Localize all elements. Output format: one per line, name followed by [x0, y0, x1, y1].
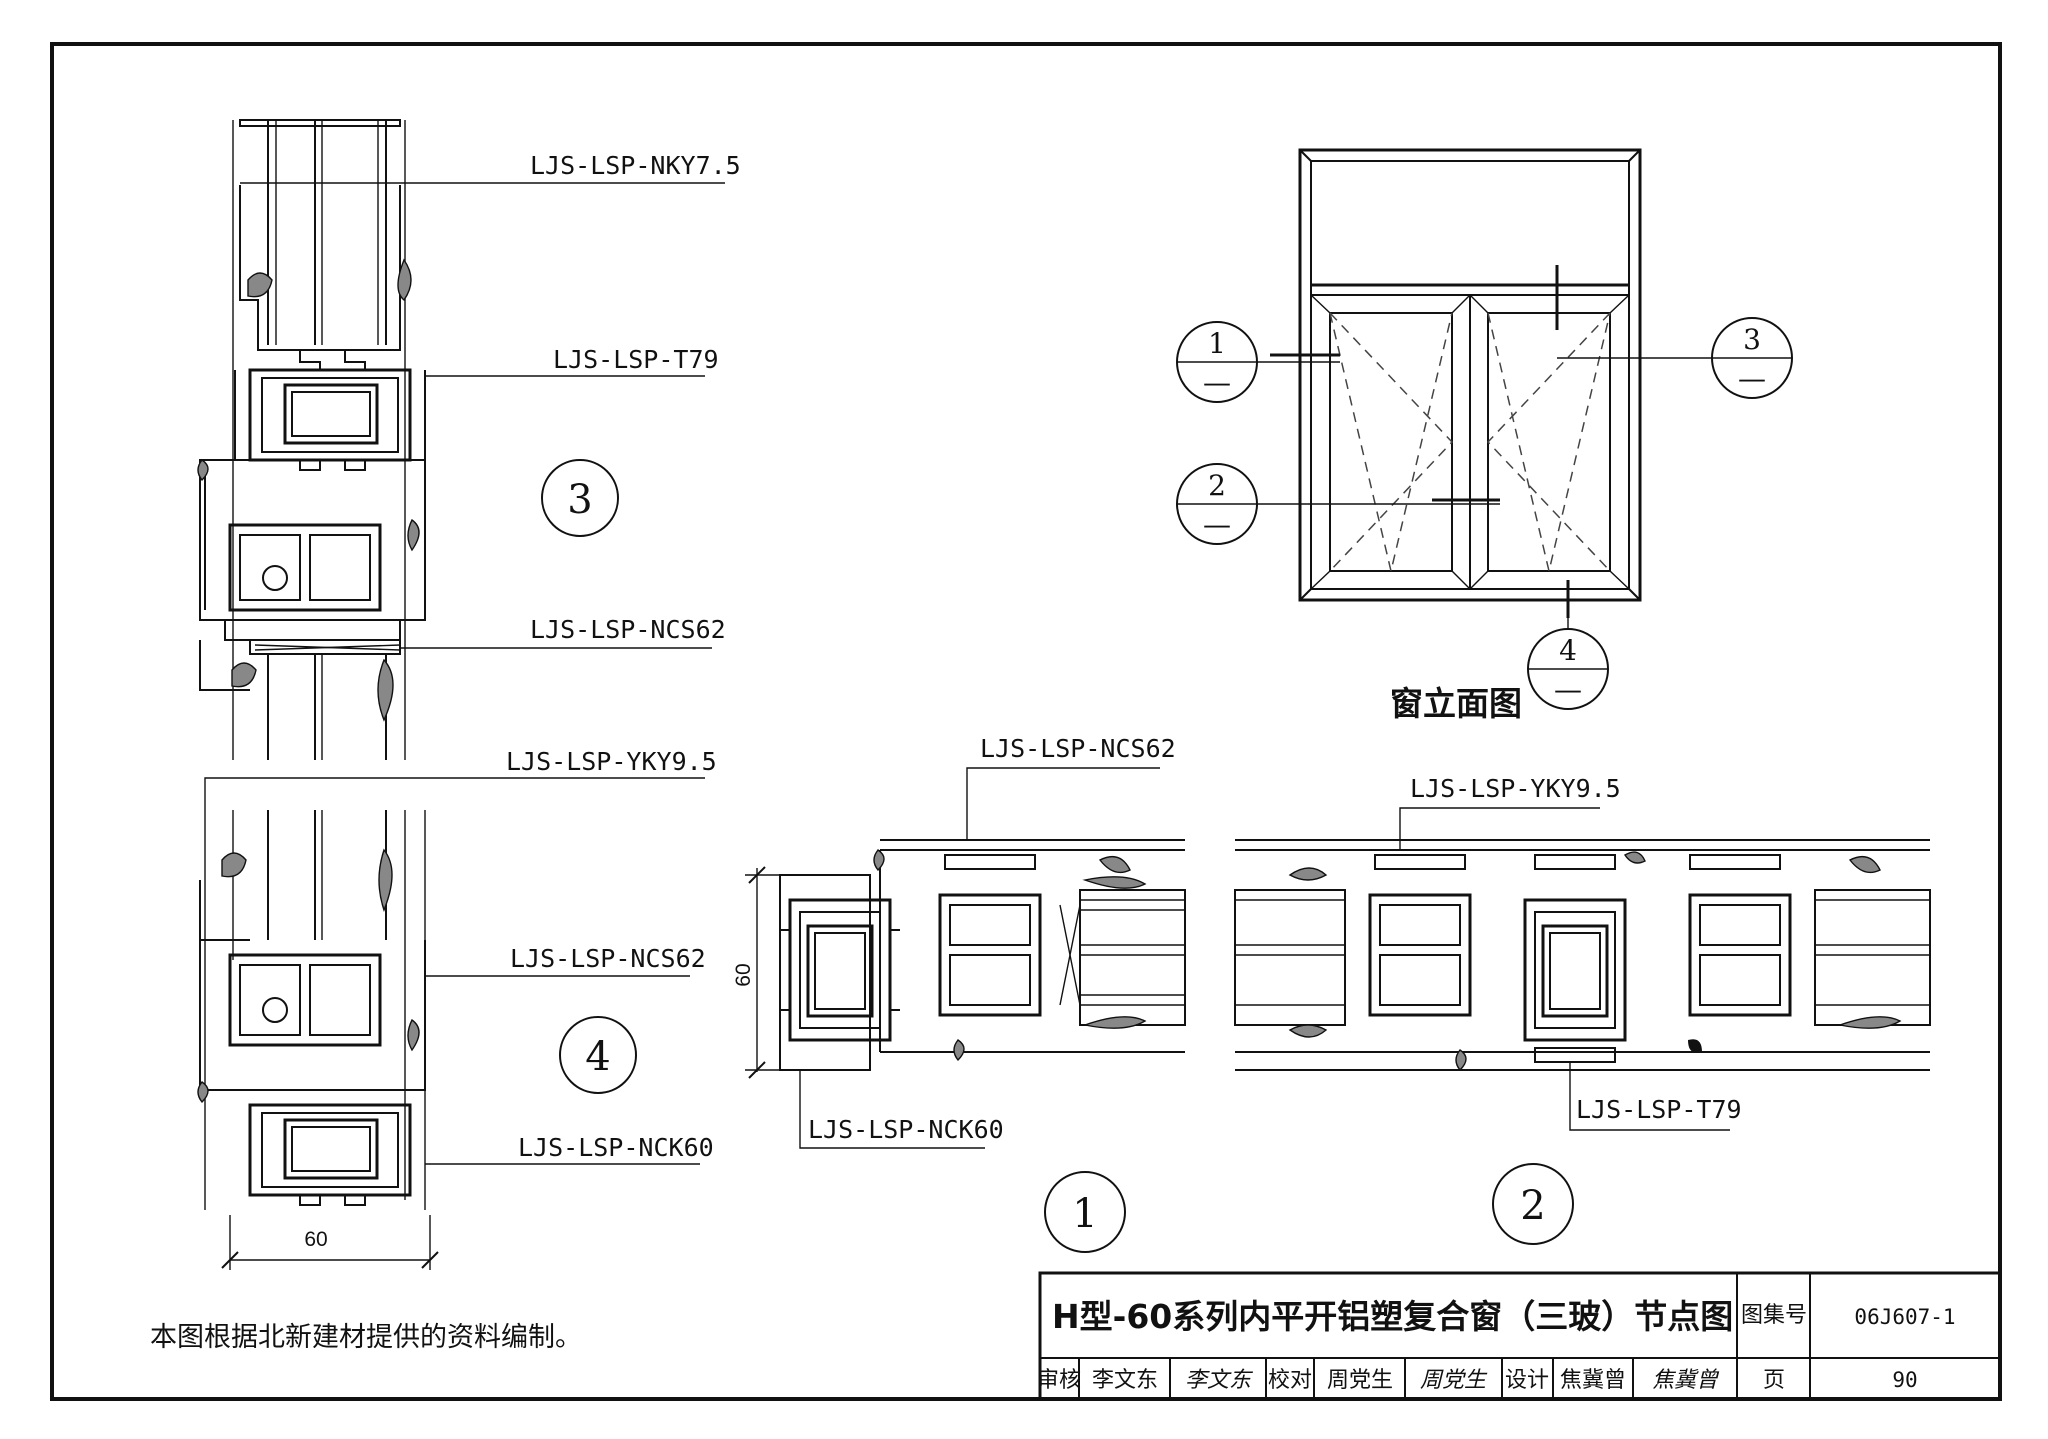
atlas-label: 图集号	[1741, 1303, 1807, 1328]
title-block	[1038, 1271, 2002, 1401]
leader-t79-b	[1569, 1062, 1730, 1131]
detail-circle-4	[559, 1016, 637, 1094]
section-1-drawing	[745, 839, 1186, 1079]
label-yky95-a: LJS-LSP-YKY9.5	[506, 747, 717, 776]
detail-number-1: 1	[1072, 1191, 1097, 1237]
marker-4-number: 4	[1559, 634, 1577, 667]
detail-number-4: 4	[585, 1034, 610, 1080]
section-2-drawing	[1234, 839, 1931, 1072]
detail-circle-3	[541, 459, 619, 537]
label-nck60-b: LJS-LSP-NCK60	[808, 1115, 1004, 1144]
leader-ncs62-c	[966, 767, 1160, 840]
detail-circle-1	[1044, 1171, 1126, 1253]
label-t79-top: LJS-LSP-T79	[553, 345, 719, 374]
checker-name: 周党生	[1327, 1368, 1393, 1393]
sheet-border	[50, 42, 2002, 1401]
dim-mid-60: 60	[732, 963, 755, 986]
elevation-title: 窗立面图	[1390, 684, 1522, 723]
label-nck60-a: LJS-LSP-NCK60	[518, 1133, 714, 1162]
label-ncs62-a: LJS-LSP-NCS62	[530, 615, 726, 644]
design-label: 设计	[1505, 1368, 1549, 1393]
designer-name: 焦冀曾	[1560, 1368, 1626, 1393]
leader-yky95-b	[1399, 807, 1600, 850]
source-note: 本图根据北新建材提供的资料编制。	[150, 1322, 582, 1353]
marker-2-number: 2	[1208, 469, 1226, 502]
marker-4-sub: —	[1554, 673, 1582, 706]
marker-3-number: 3	[1743, 323, 1761, 356]
label-yky95-b: LJS-LSP-YKY9.5	[1410, 774, 1621, 803]
page-number: 90	[1892, 1368, 1917, 1392]
detail-number-3: 3	[567, 477, 592, 523]
reviewer-signature: 李文东	[1185, 1368, 1254, 1393]
elevation-markers	[1176, 317, 1793, 710]
marker-2-sub: —	[1203, 508, 1231, 541]
drawing-title: H型-60系列内平开铝塑复合窗（三玻）节点图	[1052, 1297, 1733, 1336]
marker-1-number: 1	[1208, 327, 1226, 360]
check-label: 校对	[1268, 1368, 1312, 1393]
reviewer-name: 李文东	[1092, 1368, 1158, 1393]
dim-left-60: 60	[304, 1228, 327, 1251]
page-label: 页	[1763, 1368, 1785, 1393]
label-ncs62-c: LJS-LSP-NCS62	[980, 734, 1176, 763]
left-leaders	[204, 182, 725, 1165]
checker-signature: 周党生	[1420, 1368, 1488, 1393]
detail-number-2: 2	[1520, 1183, 1545, 1229]
leader-nck60-b	[799, 1070, 985, 1149]
atlas-number: 06J607-1	[1854, 1305, 1955, 1329]
review-label: 审核	[1037, 1368, 1081, 1393]
window-elevation	[1270, 148, 1642, 618]
designer-signature: 焦冀曾	[1652, 1368, 1720, 1393]
section-4-drawing	[197, 810, 439, 1270]
label-ncs62-b: LJS-LSP-NCS62	[510, 944, 706, 973]
detail-circle-2	[1492, 1163, 1574, 1245]
label-t79-b: LJS-LSP-T79	[1576, 1095, 1742, 1124]
section-3-drawing	[197, 119, 426, 760]
marker-3-sub: —	[1738, 362, 1766, 395]
label-nky75: LJS-LSP-NKY7.5	[530, 151, 741, 180]
marker-1-sub: —	[1203, 366, 1231, 399]
